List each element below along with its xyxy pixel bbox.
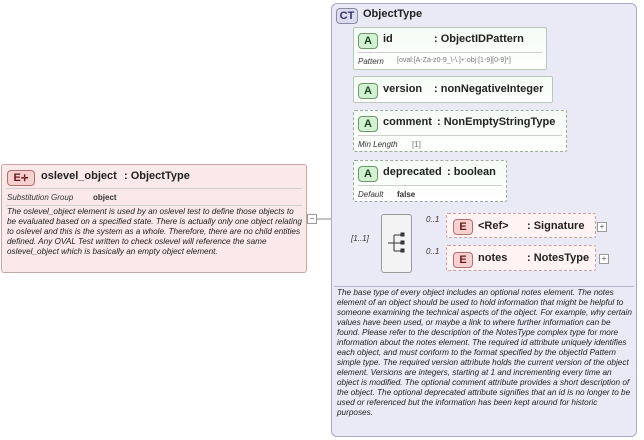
sequence-compositor[interactable] <box>381 214 412 273</box>
attribute-deprecated[interactable]: A deprecated : boolean Default false <box>353 160 507 202</box>
attribute-name: version <box>383 83 423 95</box>
attribute-badge: A <box>358 116 378 132</box>
meta-value: [1] <box>412 140 421 149</box>
attribute-name: comment <box>383 116 432 128</box>
complex-type-name[interactable]: ObjectType <box>363 8 423 20</box>
attribute-type: : ObjectIDPattern <box>434 33 524 45</box>
complex-type-badge: CT <box>336 8 358 24</box>
plus-icon[interactable]: + <box>599 254 609 264</box>
meta-label: Min Length <box>358 140 398 149</box>
description-divider <box>334 286 634 287</box>
root-element-box[interactable]: E✛ oslevel_object : ObjectType Substitut… <box>1 164 307 273</box>
attribute-badge: A <box>358 166 378 182</box>
child-element-ref[interactable]: E <Ref> : Signature <box>446 213 596 238</box>
divider <box>358 52 542 53</box>
sequence-cardinality: [1..1] <box>351 234 369 243</box>
divider <box>6 188 302 189</box>
attribute-badge: A <box>358 33 378 49</box>
element-badge-letter: E <box>13 172 21 184</box>
attribute-name: deprecated <box>383 166 442 178</box>
substitution-label: Substitution Group <box>7 193 74 202</box>
element-icon: E✛ <box>7 170 35 186</box>
element-description: The oslevel_object element is used by an… <box>7 207 302 256</box>
divider <box>6 205 302 206</box>
plus-icon[interactable]: + <box>597 222 607 232</box>
element-name: oslevel_object <box>41 170 117 182</box>
element-type: : Signature <box>527 220 585 232</box>
minus-icon[interactable]: − <box>307 214 317 224</box>
child-cardinality: 0..1 <box>426 215 440 224</box>
attribute-type: : NonEmptyStringType <box>437 116 556 128</box>
divider <box>358 185 502 186</box>
attribute-name: id <box>383 33 393 45</box>
sequence-icon <box>388 232 405 253</box>
divider <box>358 135 562 136</box>
attribute-type: : boolean <box>447 166 496 178</box>
attribute-type: : nonNegativeInteger <box>434 83 544 95</box>
substitution-value: object <box>93 193 117 202</box>
element-type: : ObjectType <box>124 170 190 182</box>
element-type: : NotesType <box>527 252 590 264</box>
element-name: notes <box>478 252 508 264</box>
attribute-id[interactable]: A id : ObjectIDPattern Pattern [oval:[A-… <box>353 27 547 70</box>
meta-label: Pattern <box>358 57 384 66</box>
child-element-notes[interactable]: E notes : NotesType <box>446 245 596 271</box>
meta-value: false <box>397 190 416 199</box>
child-cardinality: 0..1 <box>426 247 440 256</box>
attribute-badge: A <box>358 83 378 99</box>
attribute-comment[interactable]: A comment : NonEmptyStringType Min Lengt… <box>353 110 567 152</box>
meta-label: Default <box>358 190 384 199</box>
complex-type-description: The base type of every object includes a… <box>337 288 632 417</box>
attribute-version[interactable]: A version : nonNegativeInteger <box>353 76 553 103</box>
meta-value: [oval:[A-Za-z0-9_\-\.]+:obj:[1-9][0-9]*] <box>397 57 511 64</box>
element-badge: E <box>453 252 473 268</box>
element-badge: E <box>453 219 473 235</box>
element-name: <Ref> <box>478 220 509 232</box>
